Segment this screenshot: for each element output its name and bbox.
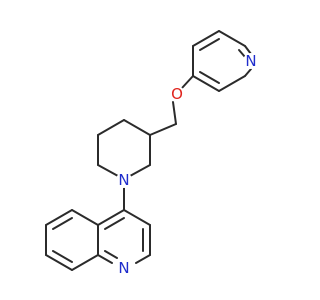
atom-label-pyridine-n: N	[243, 52, 259, 70]
pyridine-ring	[192, 30, 252, 92]
structure-diagram: N O N N	[45, 30, 259, 277]
atom-label-quinoline-n: N	[116, 259, 132, 277]
svg-text:N: N	[245, 52, 256, 70]
svg-text:N: N	[118, 259, 129, 277]
ether-linker	[149, 75, 194, 136]
svg-text:N: N	[118, 171, 129, 189]
atom-label-ether-o: O	[169, 85, 185, 103]
atom-label-piperidine-n: N	[116, 171, 132, 189]
piperidine-ring	[97, 119, 151, 177]
quinoline-pyridine-ring	[97, 209, 151, 264]
svg-text:O: O	[171, 85, 183, 103]
quinoline-benzo-ring	[45, 209, 99, 271]
